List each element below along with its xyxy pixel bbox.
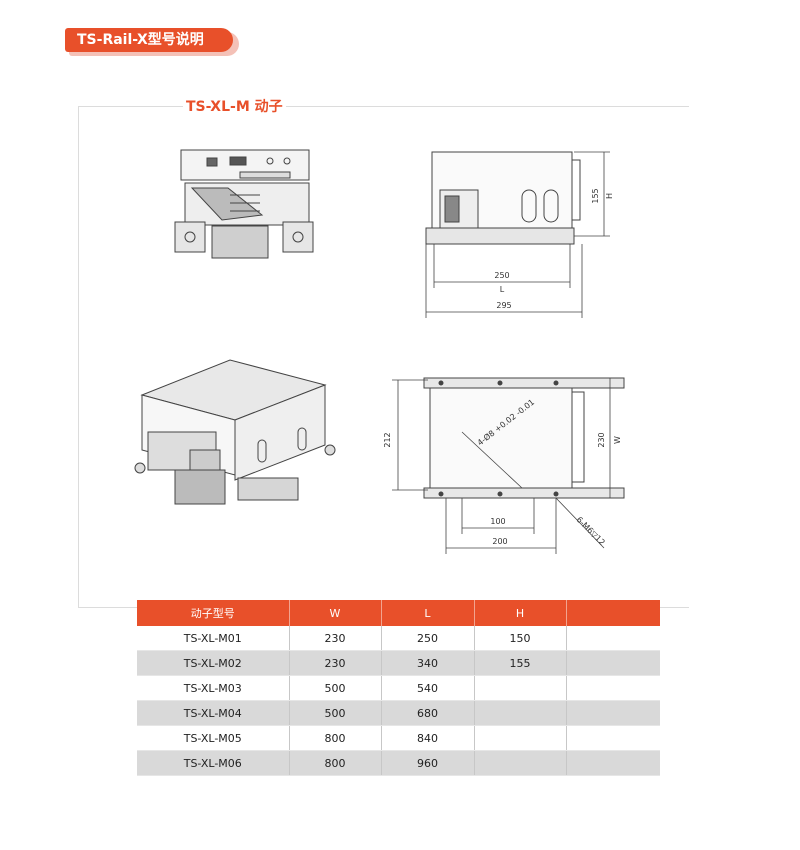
isometric-view-drawing	[134, 359, 336, 505]
cell-w: 800	[289, 725, 382, 751]
model-table: 动子型号 W L H TS-XL-M01 230 250 150 TS-XL-M…	[137, 600, 660, 776]
cell-extra	[566, 750, 660, 776]
cell-extra	[566, 650, 660, 676]
cell-w: 500	[289, 700, 382, 726]
cell-h	[474, 750, 567, 776]
cell-w: 230	[289, 626, 382, 651]
cell-l: 340	[381, 650, 475, 676]
header-model: 动子型号	[137, 600, 290, 626]
section-title: TS-XL-M 动子	[183, 96, 286, 116]
dim-200: 200	[492, 537, 507, 546]
cell-model: TS-XL-M04	[137, 700, 290, 726]
dim-295: 295	[496, 301, 511, 310]
cell-l: 540	[381, 675, 475, 701]
cell-w: 230	[289, 650, 382, 676]
cell-w: 500	[289, 675, 382, 701]
dim-155: 155	[591, 188, 600, 203]
header-blank	[566, 600, 660, 626]
cell-l: 250	[381, 626, 475, 651]
top-view-drawing	[423, 377, 625, 499]
cell-h	[474, 725, 567, 751]
dim-250: 250	[494, 271, 509, 280]
cell-extra	[566, 626, 660, 651]
cell-w: 800	[289, 750, 382, 776]
dim-W: W	[613, 436, 622, 444]
dim-212: 212	[383, 432, 392, 447]
cell-model: TS-XL-M06	[137, 750, 290, 776]
table-header-row: 动子型号 W L H	[137, 600, 660, 626]
side-view-dimensions	[425, 151, 610, 318]
thread-note: 6-M6▽12	[575, 515, 607, 547]
table-row: TS-XL-M01 230 250 150	[137, 626, 660, 651]
side-view-drawing	[425, 151, 581, 245]
dim-L: L	[500, 285, 505, 294]
cell-l: 680	[381, 700, 475, 726]
cell-extra	[566, 700, 660, 726]
cell-l: 840	[381, 725, 475, 751]
header-L: L	[381, 600, 475, 626]
dim-H: H	[605, 193, 614, 199]
cell-h: 150	[474, 626, 567, 651]
cell-model: TS-XL-M05	[137, 725, 290, 751]
header-H: H	[474, 600, 567, 626]
cell-h	[474, 700, 567, 726]
cell-l: 960	[381, 750, 475, 776]
front-view-drawing	[174, 149, 314, 259]
cell-h: 155	[474, 650, 567, 676]
cell-extra	[566, 675, 660, 701]
table-row: TS-XL-M03 500 540	[137, 675, 660, 701]
top-view-dimensions	[392, 377, 616, 554]
cell-h	[474, 675, 567, 701]
table-row: TS-XL-M05 800 840	[137, 725, 660, 751]
cell-model: TS-XL-M02	[137, 650, 290, 676]
cell-model: TS-XL-M03	[137, 675, 290, 701]
tag-label: TS-Rail-X型号说明	[65, 28, 233, 52]
dim-100: 100	[490, 517, 505, 526]
section-tag: TS-Rail-X型号说明	[65, 28, 240, 56]
dim-230: 230	[597, 432, 606, 447]
header-W: W	[289, 600, 382, 626]
cell-extra	[566, 725, 660, 751]
table-row: TS-XL-M02 230 340 155	[137, 650, 660, 676]
table-row: TS-XL-M04 500 680	[137, 700, 660, 726]
table-row: TS-XL-M06 800 960	[137, 750, 660, 776]
cell-model: TS-XL-M01	[137, 626, 290, 651]
